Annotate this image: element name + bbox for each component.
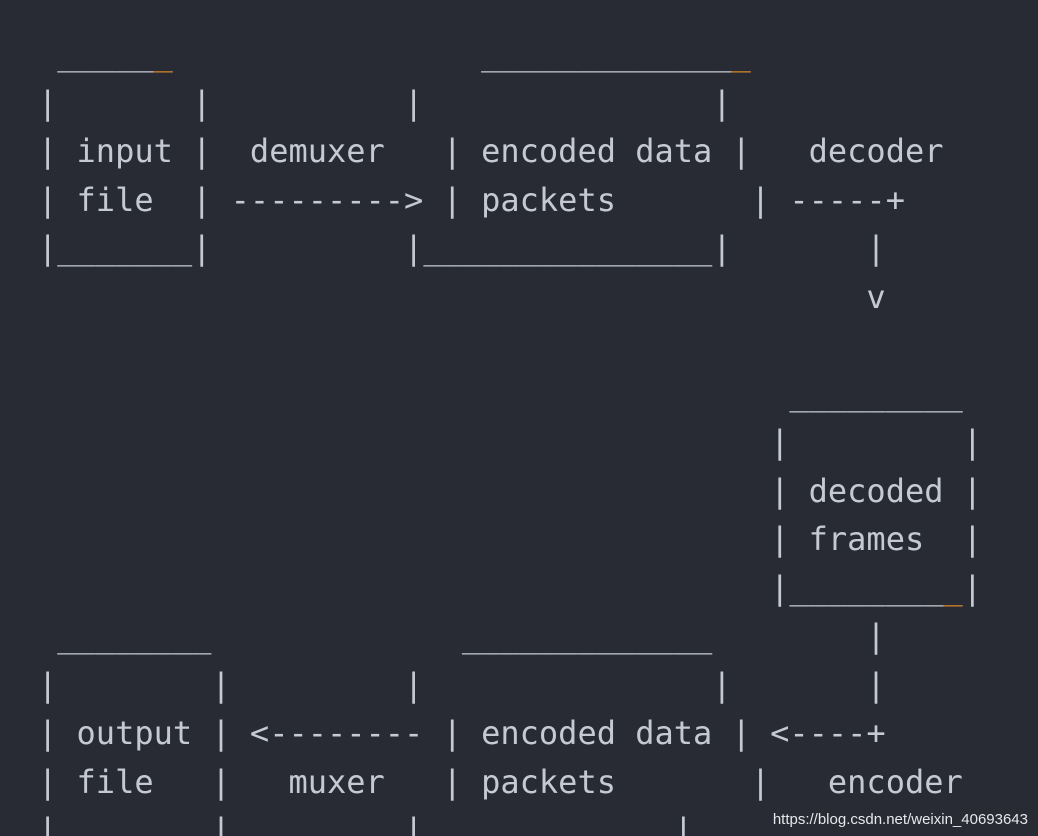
ffmpeg-pipeline-diagram: ______ ______________ | | | | | input | … xyxy=(38,30,982,836)
decoded-frames-box: | | xyxy=(770,423,983,461)
packets-bottom-box: | | xyxy=(404,665,732,704)
output-box-label-line2: file xyxy=(76,762,154,801)
mux-arrow: <-------- xyxy=(249,714,424,752)
packets-top-label-line1: encoded data xyxy=(481,132,713,170)
input-box-label-line2: file xyxy=(76,180,154,219)
input-box: | | xyxy=(38,83,212,122)
accent-mark: _ xyxy=(943,568,963,607)
demux-arrow: ---------> xyxy=(230,180,424,219)
accent-mark: _ xyxy=(654,811,674,836)
packets-bottom-label-line2: packets xyxy=(481,762,616,801)
packets-top-label-line2: packets xyxy=(481,180,616,219)
decoded-box-label-line2: frames xyxy=(808,520,925,558)
source-watermark: https://blog.csdn.net/weixin_40693643 xyxy=(772,811,1028,828)
decoded-box-label-line1: decoded xyxy=(808,471,944,510)
packets-top-box: | | xyxy=(404,83,732,122)
packets-bottom-label-line1: encoded data xyxy=(481,714,713,752)
decode-arrow: -----+ xyxy=(789,180,905,219)
demuxer-label: demuxer xyxy=(249,132,385,170)
accent-mark: _ xyxy=(153,35,173,73)
accent-mark: _ xyxy=(731,35,751,73)
muxer-label: muxer xyxy=(288,762,385,801)
decoder-label: decoder xyxy=(808,132,944,170)
encoder-label: encoder xyxy=(827,762,963,801)
down-arrow-head: v xyxy=(866,277,886,316)
accent-mark: _ xyxy=(192,811,212,836)
box-top-edge: _____________ xyxy=(481,35,732,73)
output-box: | | xyxy=(38,665,231,704)
encode-arrow: <----+ xyxy=(770,714,886,752)
input-box-label-line1: input xyxy=(76,132,173,170)
output-box-label-line1: output xyxy=(76,714,193,752)
